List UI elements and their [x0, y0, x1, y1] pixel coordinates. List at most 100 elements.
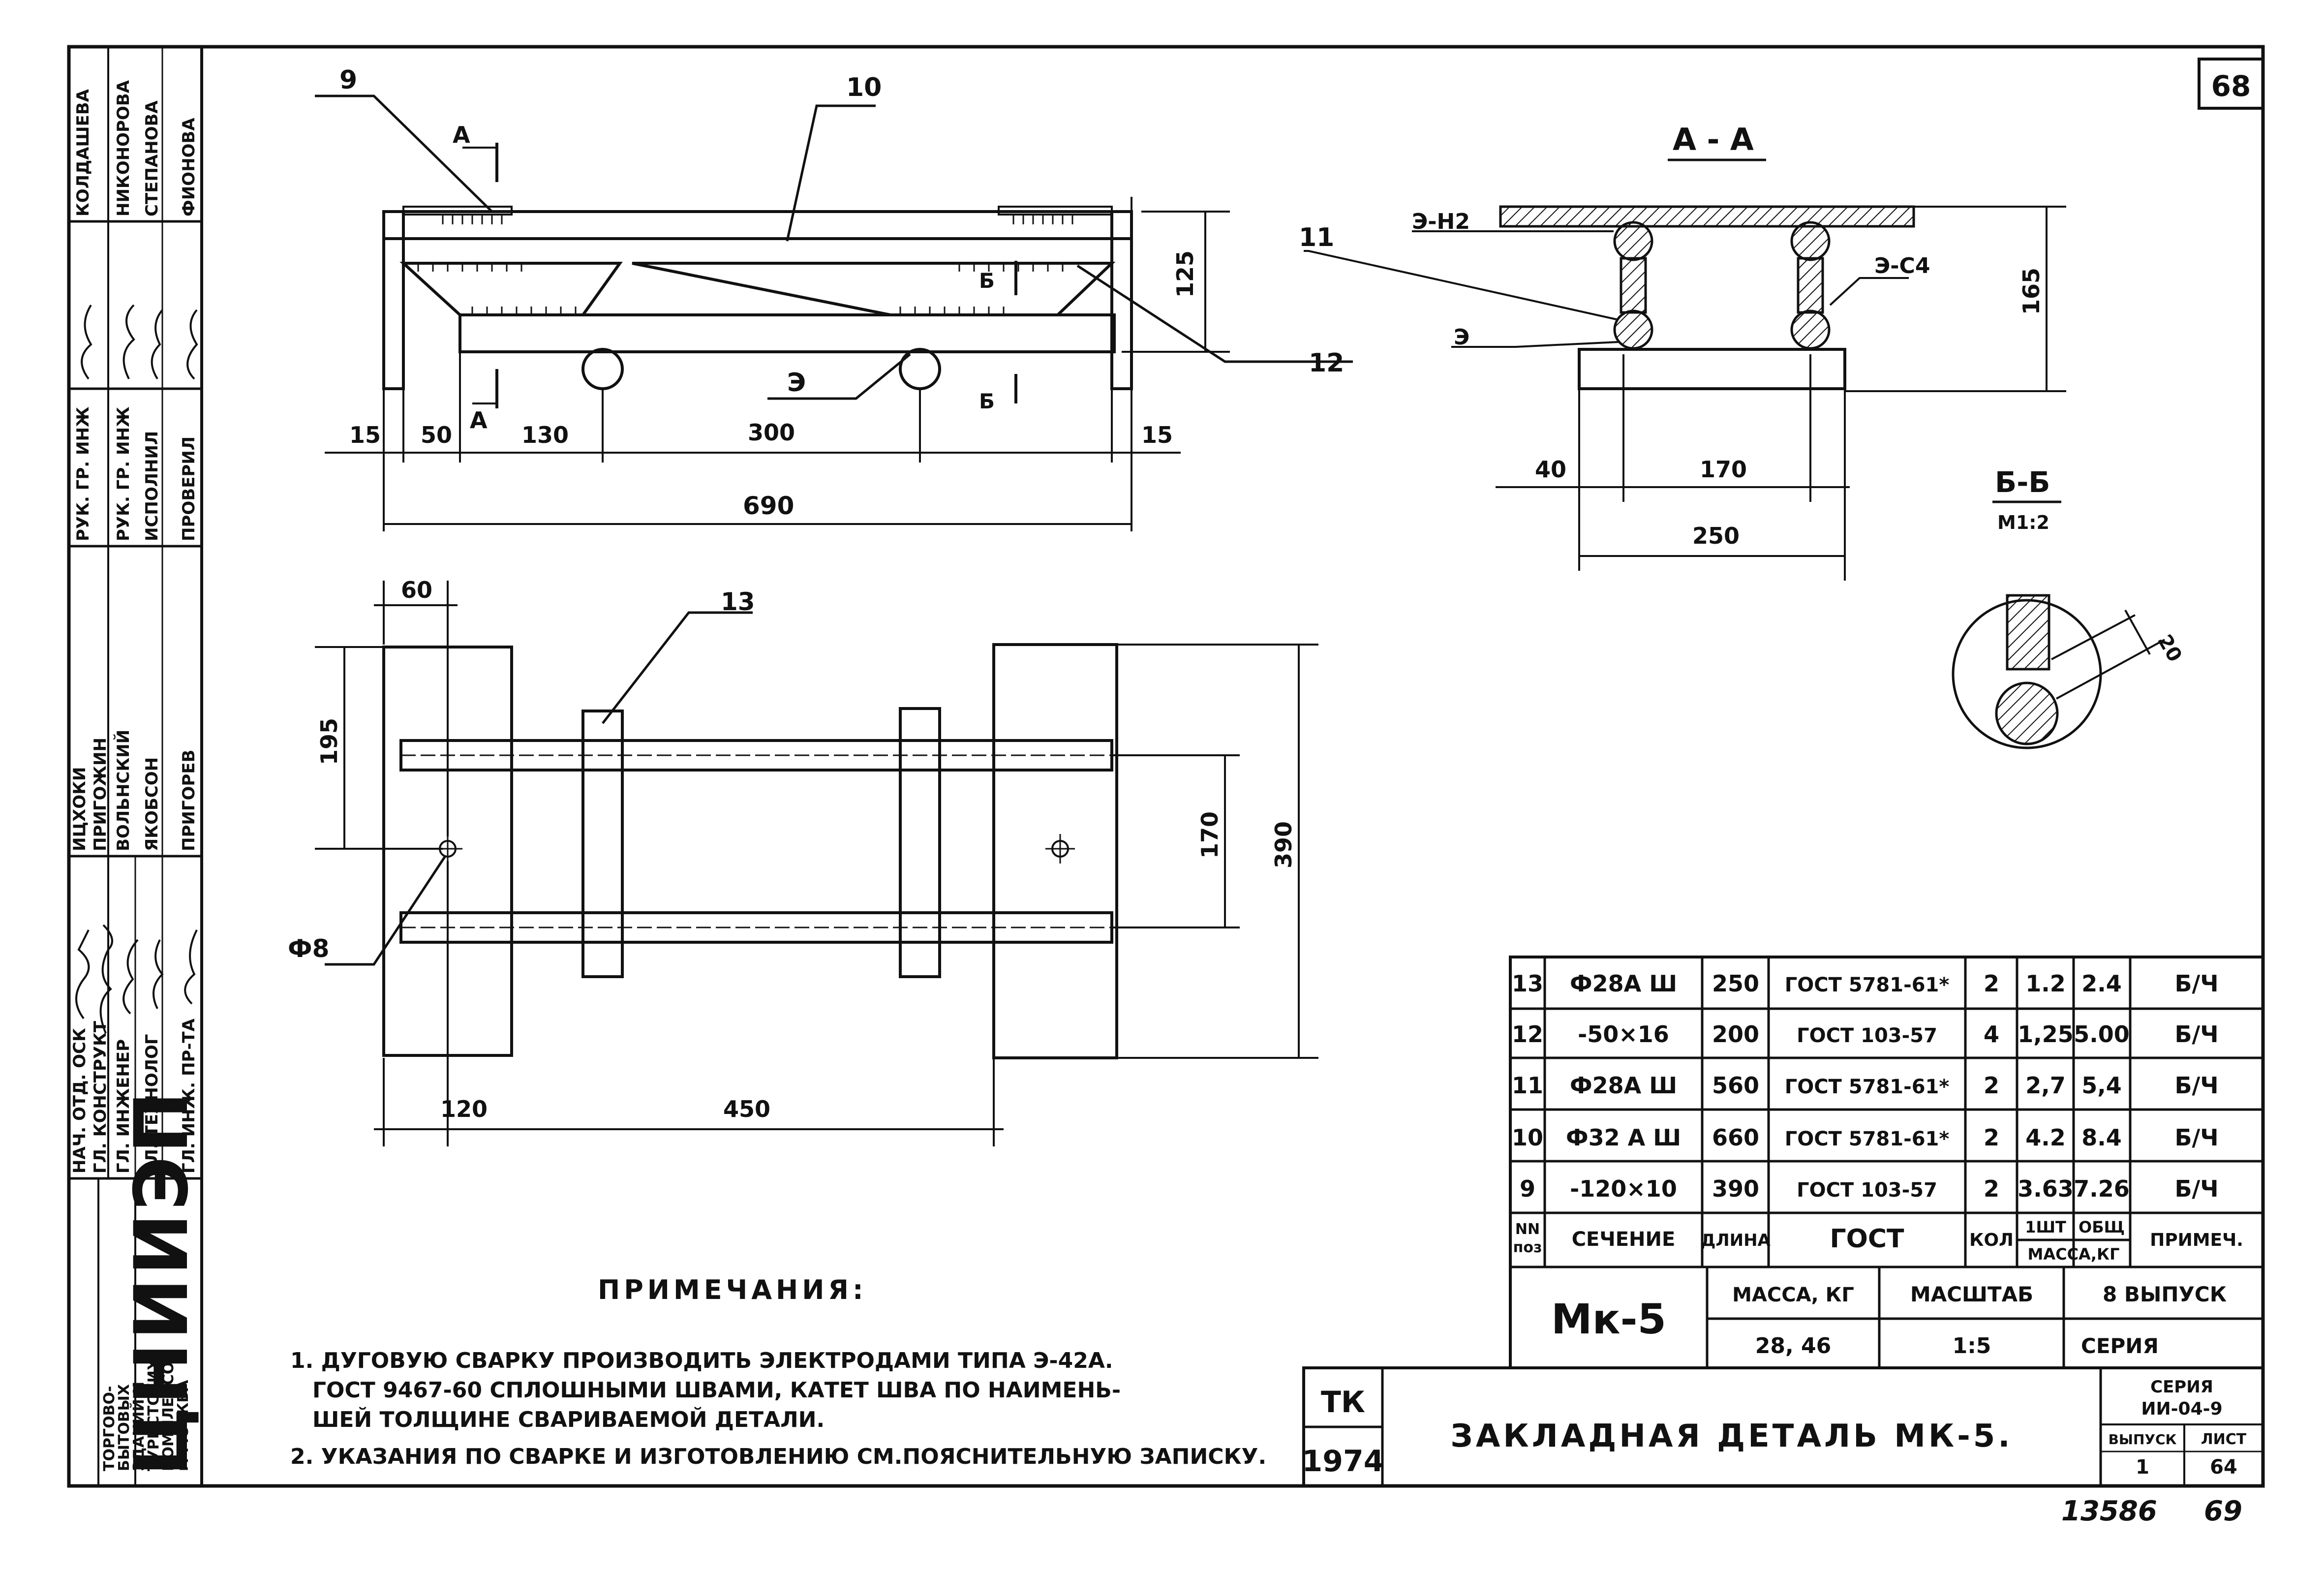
hdr-section: СЕЧЕНИЕ: [1572, 1228, 1676, 1251]
hdr-length: ДЛИНА: [1701, 1231, 1771, 1250]
scale-value: 1:5: [1953, 1333, 1991, 1359]
name1-5: ПРИГОРЕВ: [179, 750, 199, 851]
row-12-gost: ГОСТ 103-57: [1797, 1024, 1937, 1047]
plan-dim-450: 450: [723, 1096, 770, 1122]
title-strip: ТК 1974 ЗАКЛАДНАЯ ДЕТАЛЬ МК-5. СЕРИЯ ИИ-…: [1302, 1366, 2264, 1487]
spec-table: 13 Ф28А Ш 250 ГОСТ 5781-61* 2 1.2 2.4 Б/…: [1509, 956, 2264, 1369]
row-13-gost: ГОСТ 5781-61*: [1785, 974, 1950, 996]
row-13-section: Ф28А Ш: [1570, 970, 1677, 997]
row-12-pos: 12: [1512, 1021, 1543, 1048]
aa-dim-165: 165: [2018, 268, 2045, 315]
sheet-border: [67, 45, 2265, 1488]
role-4: ГЛ. ТЕХНОЛОГ: [142, 1034, 162, 1174]
section-aa-title: А - А: [1673, 122, 1754, 157]
row-10-one: 4.2: [2025, 1124, 2066, 1151]
row-12-note: Б/Ч: [2174, 1021, 2218, 1048]
dim-125: 125: [1172, 250, 1198, 298]
plan-rod-13-left: [581, 710, 624, 978]
role-1: НАЧ. ОТД. ОСК: [70, 1028, 90, 1174]
vypusk-label: ВЫПУСК: [2109, 1431, 2177, 1448]
year-label: 1974: [1302, 1444, 1384, 1479]
row-11-section: Ф28А Ш: [1570, 1072, 1677, 1099]
org-line-4: ТУРИСТСКИХ: [145, 1359, 162, 1471]
signatures-lower: [81, 304, 198, 380]
row-9-note: Б/Ч: [2174, 1175, 2218, 1202]
plan-dim-390: 390: [1270, 821, 1297, 868]
strut-12-left: [399, 262, 623, 316]
row-11-note: Б/Ч: [2174, 1072, 2218, 1099]
aa-bottom-plate: [1578, 348, 1846, 390]
aa-label-e: Э: [1454, 325, 1469, 350]
list-value: 64: [2210, 1456, 2237, 1479]
name2-3: СТЕПАНОВА: [142, 100, 162, 216]
row-9-gost: ГОСТ 103-57: [1797, 1179, 1937, 1202]
bar-11: [459, 313, 1116, 353]
section-b-top: Б: [979, 269, 995, 293]
row-9-section: -120×10: [1570, 1175, 1677, 1202]
org-logo: ЦНИИЭП: [119, 1089, 205, 1476]
mass-label: МАССА, КГ: [1732, 1284, 1854, 1306]
strut-12-right: [632, 262, 1116, 316]
dim-690: 690: [743, 492, 794, 520]
note-line-1: 1. ДУГОВУЮ СВАРКУ ПРОИЗВОДИТЬ ЭЛЕКТРОДАМ…: [290, 1348, 1113, 1373]
section-a-bottom: А: [470, 407, 488, 433]
role-5: ГЛ. ИНЖ. ПР-ТА: [179, 1018, 199, 1174]
org-line-3: ЗДАНИЙ И: [130, 1382, 148, 1471]
bb-dim-20: 20: [2153, 631, 2186, 666]
notes-heading: ПРИМЕЧАНИЯ:: [598, 1274, 867, 1305]
section-bb-scale: М1:2: [1997, 512, 2049, 533]
aa-label-es4: Э-С4: [1874, 253, 1930, 278]
hdr-total: ОБЩ: [2079, 1218, 2125, 1236]
row-12-one: 1,25: [2018, 1021, 2074, 1048]
aa-bar-bottom-right: [1790, 309, 1831, 350]
row-12-qty: 4: [1984, 1021, 1999, 1048]
bar-10: [382, 210, 1133, 240]
row-9-total: 7.26: [2074, 1175, 2130, 1202]
row-10-gost: ГОСТ 5781-61*: [1785, 1128, 1950, 1150]
note-line-4: 2. УКАЗАНИЯ ПО СВАРКЕ И ИЗГОТОВЛЕНИЮ СМ.…: [290, 1444, 1266, 1469]
section-aa: А - А Э-Н2 Э-С4 Э 11: [1299, 122, 2066, 581]
row-11-qty: 2: [1984, 1072, 1999, 1099]
hdr-pos-1: NN: [1515, 1221, 1540, 1238]
org-line-5: КОМПЛЕКСОВ: [160, 1351, 177, 1471]
aa-bar-top-left: [1613, 221, 1653, 261]
name2-1: КОЛДАШЕВА: [73, 89, 93, 216]
plan-rod-13-right: [899, 707, 941, 978]
drawing-title: ЗАКЛАДНАЯ ДЕТАЛЬ МК-5.: [1450, 1418, 2013, 1454]
label-12: 12: [1309, 348, 1344, 378]
section-bb-title: Б-Б: [1995, 465, 2050, 499]
role-3: ГЛ. ИНЖЕНЕР: [114, 1039, 133, 1174]
plan-dim-60: 60: [401, 577, 432, 603]
elevation-view: 9 10 12 Э А А Б Б 15 50 1: [315, 65, 1353, 531]
row-13-note: Б/Ч: [2174, 970, 2218, 997]
row-12-total: 5.00: [2074, 1021, 2130, 1048]
label-10: 10: [846, 73, 882, 102]
scale-label: МАСШТАБ: [1910, 1282, 2033, 1306]
notes: ПРИМЕЧАНИЯ: 1. ДУГОВУЮ СВАРКУ ПРОИЗВОДИТ…: [290, 1274, 1266, 1469]
role2-3: ИСПОЛНИЛ: [142, 431, 162, 541]
row-11-one: 2,7: [2025, 1072, 2066, 1099]
section-b-bottom: Б: [979, 389, 995, 413]
row-13-total: 2.4: [2081, 970, 2122, 997]
hdr-qty: КОЛ: [1969, 1230, 2014, 1250]
plan-plate-right: [992, 643, 1118, 1059]
aa-top-plate: [1499, 205, 1915, 228]
section-bb: Б-Б М1:2 20: [1952, 465, 2186, 749]
row-10-section: Ф32 А Ш: [1566, 1124, 1681, 1151]
org-line-6: г. МОСКВА: [175, 1380, 192, 1471]
page-number-box: [2198, 58, 2264, 110]
dim-50: 50: [421, 422, 452, 448]
aa-label-en2: Э-Н2: [1412, 209, 1470, 234]
label-11: 11: [1299, 223, 1334, 252]
name1-3: ВОЛЬНСКИЙ: [113, 730, 133, 851]
row-10-total: 8.4: [2081, 1124, 2122, 1151]
signatures-upper: [75, 924, 198, 1034]
plan-dim-195: 195: [316, 718, 342, 765]
section-a-top: А: [453, 122, 470, 148]
role-2: ГЛ. КОНСТРУКТ: [91, 1020, 110, 1174]
row-10-pos: 10: [1512, 1124, 1543, 1151]
rod-13-left: [581, 348, 624, 390]
footer-page-number: 69: [2204, 1495, 2242, 1527]
aa-dim-250: 250: [1692, 523, 1740, 549]
aa-bar-top-right: [1790, 221, 1831, 261]
